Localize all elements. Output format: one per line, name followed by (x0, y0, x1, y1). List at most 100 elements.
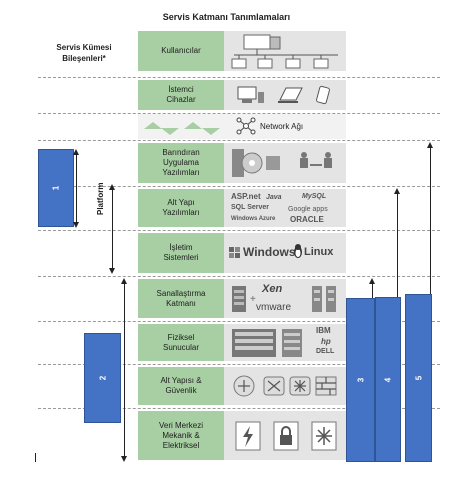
arrow-1-line (76, 153, 77, 223)
divider (38, 113, 440, 114)
cluster-label-line1: Servis Kümesi (56, 43, 112, 52)
arrow-5-line (430, 146, 431, 294)
layer-label: İstemci (168, 85, 194, 94)
blue-box-number: 2 (98, 375, 107, 381)
arrowhead-up-icon (369, 278, 375, 284)
blue-box-5: 5 (405, 294, 432, 462)
layer-datacenter: Veri Merkezi Mekanik & Elektriksel (138, 411, 224, 460)
layer-label: Yazılımları (162, 168, 200, 177)
layer-label: Sunucular (162, 342, 200, 352)
layer-label: Alt Yapı (167, 198, 195, 207)
vmware-logo: vmware (256, 302, 292, 313)
tux-icon (294, 244, 302, 258)
layer-label: Mekanik & (162, 430, 200, 440)
divider (38, 230, 440, 231)
network-hub-icon (236, 117, 256, 135)
arrowhead-up-icon (394, 188, 400, 194)
layer-label: İşletim (169, 243, 193, 252)
layer-operating-systems: İşletim Sistemleri (138, 233, 224, 273)
sqlserver-logo: SQL Server (231, 204, 270, 211)
virtualization-icon: + (232, 286, 336, 312)
platform-arrow-line (112, 188, 113, 270)
layer-label: Cihazlar (166, 95, 196, 104)
blue-box-3: 3 (346, 298, 375, 462)
layer-label: Fiziksel (167, 332, 195, 342)
layer-label: Uygulama (162, 158, 199, 167)
aspnet-logo: ASP.net (231, 192, 261, 201)
arrowhead-down-icon (109, 268, 115, 274)
windows-azure-logo: Windows Azure (231, 216, 276, 222)
layer-virtualization: Sanallaştırma Katmanı (138, 279, 224, 318)
cluster-components-label: Servis Kümesi Bileşenleri* (48, 42, 120, 64)
client-devices-icon (237, 85, 330, 105)
triangle-up-icon (144, 122, 162, 129)
blue-box-number: 1 (51, 185, 61, 191)
java-logo: Java (266, 194, 282, 201)
arrowhead-up-icon (109, 184, 115, 190)
svg-text:+: + (250, 294, 256, 305)
layer-label: Barındıran (162, 148, 200, 157)
bottom-tick (35, 453, 36, 462)
users-network-icon (231, 34, 338, 69)
layer-label: Kullanıcılar (161, 46, 201, 55)
layer-users: Kullanıcılar (138, 31, 224, 71)
network-security-icons (233, 375, 337, 397)
hosted-apps-icon (232, 149, 332, 177)
blue-box-number: 5 (414, 375, 423, 381)
layer-infra-security: Alt Yapısı & Güvenlik (138, 367, 224, 405)
layer-label: Sistemleri (163, 253, 199, 262)
divider (38, 186, 440, 187)
divider (38, 140, 440, 141)
divider (38, 321, 440, 322)
cluster-label-line2: Bileşenleri* (62, 54, 106, 63)
arrowhead-up-icon (121, 278, 127, 284)
oracle-logo: ORACLE (290, 215, 324, 224)
datacenter-icons (235, 421, 337, 451)
layer-label: Sanallaştırma (156, 288, 206, 298)
divider (38, 408, 440, 409)
operating-systems-panel (224, 233, 346, 273)
layer-label: Veri Merkezi (158, 420, 203, 430)
arrowhead-up-icon (73, 149, 79, 155)
layer-label: Alt Yapısı & (160, 376, 202, 385)
blue-box-number: 4 (383, 377, 393, 382)
blue-box-2: 2 (84, 333, 121, 423)
layer-physical-servers: Fiziksel Sunucular (138, 324, 224, 361)
blue-box-4: 4 (375, 297, 401, 462)
arrow-4-line (397, 192, 398, 297)
linux-logo: Linux (304, 246, 334, 258)
layer-label: Katmanı (166, 298, 196, 308)
dell-logo: DELL (316, 348, 335, 355)
arrow-3-line (372, 282, 373, 298)
arrowhead-down-icon (121, 456, 127, 462)
blue-box-1: 1 (38, 149, 74, 227)
arrowhead-down-icon (73, 222, 79, 228)
triangle-down-icon (202, 128, 220, 135)
blue-box-number: 3 (356, 377, 365, 383)
network-label: Network Ağı (260, 122, 304, 131)
arrow-2-line (124, 282, 125, 458)
triangle-down-icon (161, 128, 179, 135)
arrowhead-up-icon (427, 142, 433, 148)
layer-client-devices: İstemci Cihazlar (138, 80, 224, 110)
windows-flag-icon (229, 247, 240, 258)
diagram-title: Servis Katmanı Tanımlamaları (162, 12, 291, 22)
triangle-up-icon (184, 122, 202, 129)
layer-infra-software: Alt Yapı Yazılımları (138, 189, 224, 227)
layer-label: Elektriksel (162, 440, 200, 450)
googleapps-logo: Google apps (288, 206, 328, 213)
divider (38, 77, 440, 78)
layer-label: Güvenlik (165, 386, 197, 395)
ibm-logo: IBM (316, 326, 331, 335)
windows-logo: Windows (243, 245, 296, 259)
layer-hosted-apps: Barındıran Uygulama Yazılımları (138, 143, 224, 183)
rack-servers-icon (232, 329, 302, 357)
infra-software-panel (224, 189, 346, 227)
layer-label: Yazılımları (162, 208, 200, 217)
divider (38, 364, 440, 365)
platform-label: Platform (96, 182, 105, 215)
hp-logo: hp (321, 337, 331, 346)
divider (38, 276, 440, 277)
mysql-logo: MySQL (302, 193, 327, 200)
xen-logo: Xen (262, 283, 283, 295)
